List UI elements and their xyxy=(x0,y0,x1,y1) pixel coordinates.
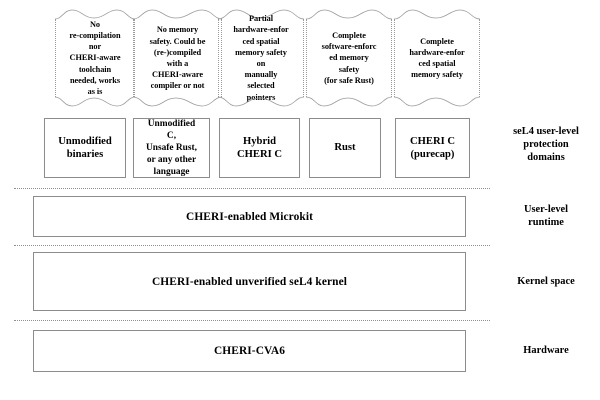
pd-box-rust[interactable]: Rust xyxy=(309,118,381,178)
side-label-text: Kernel space xyxy=(517,276,575,287)
pd-box-label: Rust xyxy=(334,142,356,154)
side-label-text: Hardware xyxy=(523,345,569,356)
layer-box-microkit[interactable]: CHERI-enabled Microkit xyxy=(33,196,466,237)
side-label-hardware: Hardware xyxy=(487,344,600,357)
side-label-kernel-space: Kernel space xyxy=(487,275,600,288)
scroll-top-edge-icon xyxy=(306,9,392,20)
scroll-bottom-edge-icon xyxy=(133,96,222,107)
layer-box-label: CHERI-enabled Microkit xyxy=(186,210,313,223)
scroll-bottom-edge-icon xyxy=(394,96,480,107)
pd-box-label: CHERI C(purecap) xyxy=(409,135,456,160)
scroll-top-edge-icon xyxy=(218,9,304,20)
separator-kernel-boundary xyxy=(14,245,490,246)
pd-box-cheri-c-purecap[interactable]: CHERI C(purecap) xyxy=(395,118,470,178)
layer-box-label: CHERI-CVA6 xyxy=(213,345,286,357)
scroll-top-edge-icon xyxy=(394,9,480,20)
layer-box-hardware[interactable]: CHERI-CVA6 xyxy=(33,330,466,372)
scroll-top-edge-icon xyxy=(55,9,135,20)
layer-box-label: CHERI-enabled unverified seL4 kernel xyxy=(151,275,348,288)
scroll-top-edge-icon xyxy=(133,9,222,20)
layer-box-kernel[interactable]: CHERI-enabled unverified seL4 kernel xyxy=(33,252,466,311)
scroll-bottom-edge-icon xyxy=(306,96,392,107)
separator-hardware-boundary xyxy=(14,320,490,321)
scroll-bottom-edge-icon xyxy=(218,96,304,107)
scroll-bottom-edge-icon xyxy=(55,96,135,107)
separator-user-level-boundary xyxy=(14,188,490,189)
